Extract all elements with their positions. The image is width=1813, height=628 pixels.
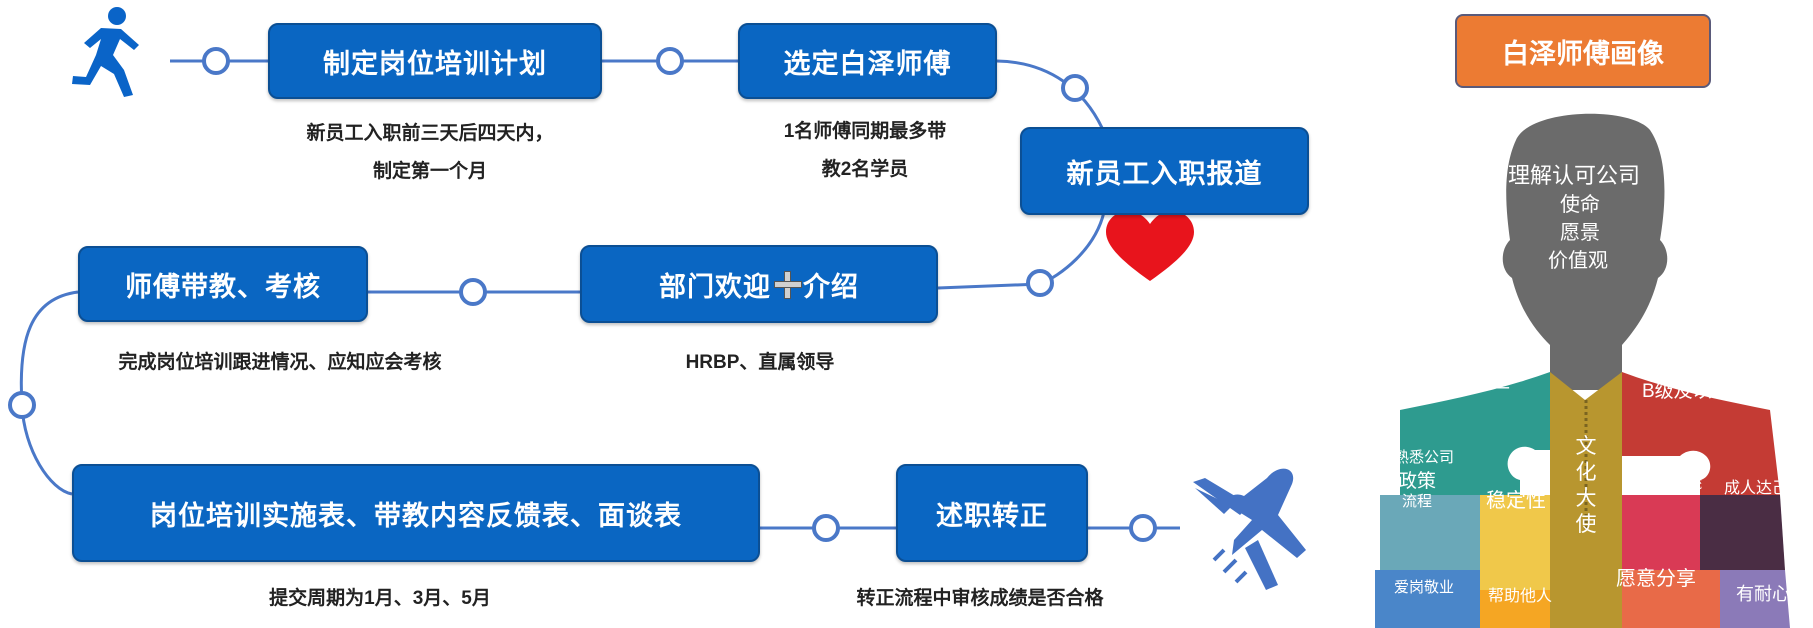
puzzle-culture	[1550, 372, 1622, 628]
heart-icon	[1106, 211, 1194, 281]
note-forms: 提交周期为1月、3月、5月	[200, 580, 560, 618]
puzzle-patience	[1720, 570, 1790, 628]
step-plan: 制定岗位培训计划	[268, 23, 602, 99]
piece-label-seniority: 司龄1年及以上	[1392, 372, 1511, 392]
note-welcome: HRBP、直属领导	[600, 344, 920, 382]
running-person-icon	[72, 7, 139, 97]
flow-node	[1129, 514, 1157, 542]
flow-node	[459, 278, 487, 306]
step-welcome-label-right: 介绍	[803, 271, 859, 302]
note-teach: 完成岗位培训跟进情况、应知应会考核	[60, 344, 500, 382]
puzzle-achieve-others	[1700, 495, 1785, 570]
piece-label-internal-systems: 了解内部系统	[1630, 477, 1703, 491]
flow-node	[1061, 74, 1089, 102]
note-plan-line1: 新员工入职前三天后四天内，	[306, 123, 554, 144]
piece-label-performance-2: B级及以上	[1642, 381, 1731, 402]
puzzle-seniority	[1400, 372, 1550, 495]
piece-label-familiar-2: 政策	[1398, 471, 1437, 492]
note-forms-text: 提交周期为1月、3月、5月	[269, 588, 491, 609]
note-plan-line2: 制定第一个月	[372, 161, 487, 182]
step-review-label: 述职转正	[936, 500, 1048, 531]
step-forms-label: 岗位培训实施表、带教内容反馈表、面谈表	[150, 500, 682, 531]
piece-label-help-others: 帮助他人	[1488, 588, 1553, 605]
portrait-head	[1502, 113, 1668, 391]
step-forms: 岗位培训实施表、带教内容反馈表、面谈表	[72, 464, 760, 562]
note-teach-text: 完成岗位培训跟进情况、应知应会考核	[118, 352, 442, 373]
flow-node	[812, 514, 840, 542]
head-label-values: 价值观	[1548, 250, 1608, 272]
step-mentor: 选定白泽师傅	[738, 23, 997, 99]
piece-label-culture: 文化大使	[1575, 435, 1597, 536]
airplane-icon	[1193, 468, 1306, 590]
step-teach-label: 师傅带教、考核	[125, 271, 321, 302]
piece-label-stability: 稳定性	[1486, 490, 1546, 512]
flow-node	[202, 47, 230, 75]
puzzle-dedication	[1375, 570, 1480, 628]
piece-label-familiar-3: 流程	[1402, 493, 1433, 510]
head-label-mission: 使命	[1560, 194, 1600, 216]
piece-label-familiar-1: 熟悉公司	[1394, 449, 1455, 466]
flow-node	[1026, 269, 1054, 297]
head-label-recognize: 理解认可公司	[1508, 163, 1641, 188]
step-welcome: 部门欢迎 介绍	[580, 245, 938, 323]
note-mentor-line1: 1名师傅同期最多带	[783, 121, 947, 142]
puzzle-internal-systems	[1622, 495, 1700, 570]
step-review: 述职转正	[896, 464, 1088, 562]
note-review: 转正流程中审核成绩是否合格	[810, 580, 1150, 618]
step-onboard: 新员工入职报道	[1020, 127, 1309, 215]
mentor-portrait-illustration	[1375, 113, 1790, 628]
note-mentor: 1名师傅同期最多带 教2名学员	[730, 113, 1000, 189]
puzzle-stability	[1480, 495, 1550, 590]
step-mentor-label: 选定白泽师傅	[783, 48, 952, 79]
puzzle-willing-share	[1622, 570, 1720, 628]
portrait-title-label: 白泽师傅画像	[1502, 38, 1664, 69]
step-onboard-label: 新员工入职报道	[1066, 158, 1263, 189]
portrait-title: 白泽师傅画像	[1455, 14, 1711, 88]
piece-label-dedication: 爱岗敬业	[1394, 579, 1455, 596]
step-plan-label: 制定岗位培训计划	[323, 48, 547, 79]
piece-label-patience: 有耐心	[1736, 584, 1790, 604]
flow-connector-lines	[8, 7, 1306, 590]
step-teach: 师傅带教、考核	[78, 246, 368, 322]
step-welcome-label-left: 部门欢迎	[659, 271, 771, 302]
note-review-text: 转正流程中审核成绩是否合格	[856, 588, 1104, 609]
note-plan: 新员工入职前三天后四天内， 制定第一个月	[250, 115, 610, 191]
flow-node	[8, 391, 36, 419]
plus-icon	[774, 271, 802, 299]
puzzle-performance	[1622, 372, 1780, 495]
head-label-vision: 愿景	[1560, 222, 1600, 244]
flow-node	[656, 47, 684, 75]
note-mentor-line2: 教2名学员	[821, 159, 909, 180]
note-welcome-text: HRBP、直属领导	[685, 352, 835, 373]
puzzle-help-others	[1480, 590, 1550, 628]
piece-label-willing-share: 愿意分享	[1616, 568, 1696, 590]
piece-label-performance-1: 年度绩效考核	[1640, 357, 1731, 374]
piece-label-achieve-others: 成人达己	[1724, 480, 1789, 497]
puzzle-familiar	[1380, 495, 1480, 570]
